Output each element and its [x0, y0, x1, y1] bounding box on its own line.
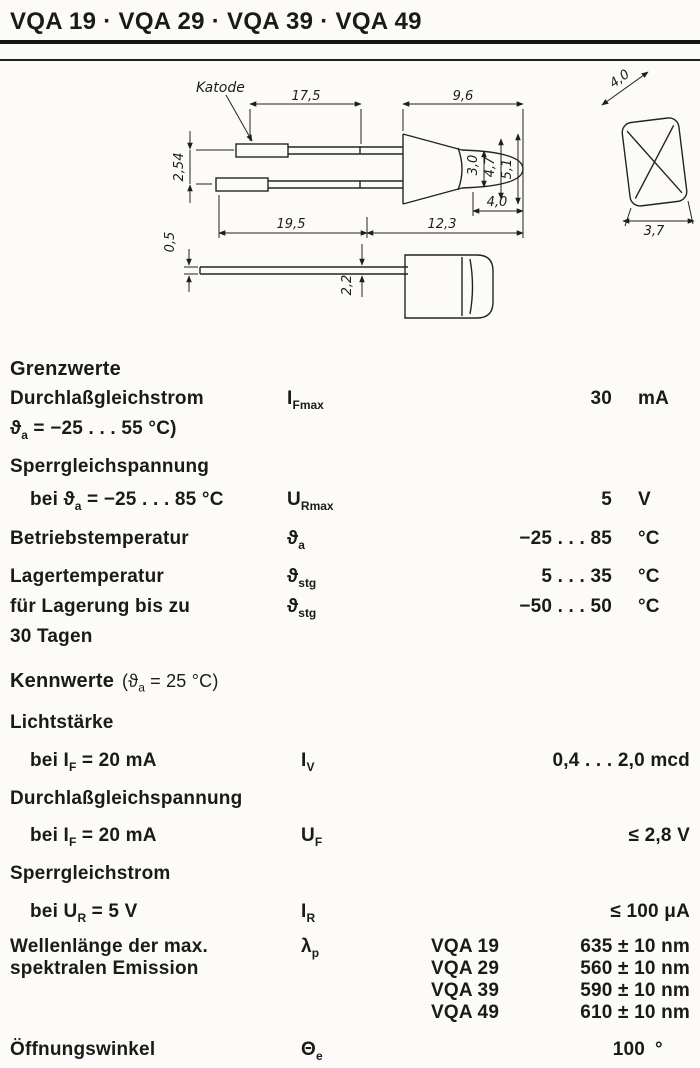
row-value: ≤ 2,8 V: [628, 825, 690, 847]
row-label: bei IF = 20 mA: [30, 749, 157, 774]
row-label: Durchlaßgleichstrom: [10, 388, 204, 409]
wavelength-row-vqa29: VQA 29 560 ± 10 nm: [425, 958, 700, 980]
row-label: für Lagerung bis zu: [10, 595, 191, 617]
wavelength-row-vqa49: VQA 49 610 ± 10 nm: [425, 1002, 700, 1024]
wavelength-label: Wellenlänge der max. spektralen Emission: [10, 935, 208, 979]
row-value: 30: [590, 388, 612, 409]
row-sperrgleichspannung-cond: bei ϑa = −25 . . . 85 °C URmax 5 V: [10, 488, 700, 518]
title-rule-thick: [0, 40, 700, 44]
row-lichtstaerke: Lichtstärke: [10, 711, 700, 741]
row-betriebstemperatur: Betriebstemperatur ϑa −25 . . . 85 °C: [10, 527, 700, 557]
wavelength-row-vqa19: VQA 19 635 ± 10 nm: [425, 936, 700, 958]
type-value: 635 ± 10 nm: [580, 935, 690, 957]
page-header: VQA 19 · VQA 29 · VQA 39 · VQA 49: [0, 0, 700, 61]
wavelength-symbol: λp: [301, 935, 320, 960]
row-30-tagen: 30 Tagen: [10, 625, 700, 655]
page-title: VQA 19 · VQA 29 · VQA 39 · VQA 49: [10, 8, 422, 35]
row-symbol: UF: [301, 825, 323, 850]
dim-front-depth-label: 3,7: [644, 224, 665, 239]
row-lagertemperatur: Lagertemperatur ϑstg 5 . . . 35 °C: [10, 565, 700, 595]
row-value: −25 . . . 85: [519, 528, 612, 550]
row-durchlassgleichspannung: Durchlaßgleichspannung: [10, 787, 700, 817]
type-label: VQA 19: [431, 935, 500, 957]
type-value: 610 ± 10 nm: [580, 1001, 690, 1023]
dim-lead-thickness-label: 0,5: [163, 232, 178, 253]
row-label: ϑa = −25 . . . 55 °C): [10, 417, 177, 442]
row-unit: °C: [638, 528, 660, 550]
row-value: −50 . . . 50: [519, 595, 612, 617]
grenzwerte-heading: Grenzwerte: [10, 358, 121, 380]
dimension-lines: [184, 71, 695, 297]
katode-label: Katode: [196, 80, 245, 96]
row-label: Betriebstemperatur: [10, 528, 189, 550]
dim-lead-pitch-label: 2,54: [172, 153, 187, 182]
row-symbol: Θe: [301, 1038, 323, 1063]
type-label: VQA 49: [431, 1001, 500, 1023]
wavelength-block: Wellenlänge der max. spektralen Emission…: [10, 936, 700, 1024]
row-unit: °C: [638, 565, 660, 587]
dim-dia-mid-label: 4,7: [483, 156, 498, 177]
row-durchlassgleichstrom: Durchlaßgleichstrom IFmax 30 mA: [10, 387, 700, 417]
row-sperrgleichstrom-cond: bei UR = 5 V IR ≤ 100 μA: [10, 900, 700, 930]
row-symbol: ϑstg: [287, 565, 317, 590]
row-unit: mA: [638, 388, 670, 409]
row-value: ≤ 100 μA: [610, 900, 690, 922]
row-value: 5: [601, 489, 612, 511]
kennwerte-condition: (ϑa = 25 °C): [122, 671, 219, 695]
type-value: 560 ± 10 nm: [580, 957, 690, 979]
row-unit: V: [638, 489, 651, 511]
row-symbol: ϑa: [287, 528, 305, 552]
row-symbol: IFmax: [287, 388, 324, 412]
kennwerte-section: Kennwerte(ϑa = 25 °C) Lichtstärke bei IF…: [0, 668, 700, 1067]
row-label: Lagertemperatur: [10, 565, 164, 587]
row-label: Öffnungswinkel: [10, 1038, 156, 1060]
row-label: Sperrgleichspannung: [10, 455, 210, 477]
dim-total-lead-label: 19,5: [277, 217, 306, 232]
led-profile-view: [199, 254, 494, 319]
row-condition-ta: ϑa = −25 . . . 55 °C): [10, 417, 700, 447]
type-value: 590 ± 10 nm: [580, 979, 690, 1001]
technical-drawing: Katode 17,5 9,6 4,0 2,54 3,0 4,7 5,1 4,0…: [0, 61, 700, 357]
row-oeffnungswinkel: Öffnungswinkel Θe 100 °: [10, 1038, 700, 1068]
wavelength-table: VQA 19 635 ± 10 nm VQA 29 560 ± 10 nm VQ…: [425, 936, 700, 1024]
led-front-view: [621, 117, 688, 207]
row-value: 0,4 . . . 2,0 mcd: [552, 749, 690, 771]
row-label: Lichtstärke: [10, 711, 114, 733]
row-value: 100: [612, 1038, 645, 1060]
row-label: 30 Tagen: [10, 625, 93, 647]
row-durchlassgleichspannung-cond: bei IF = 20 mA UF ≤ 2,8 V: [10, 824, 700, 854]
row-symbol: ϑstg: [287, 595, 317, 620]
row-label: bei IF = 20 mA: [30, 825, 157, 850]
dim-dia-large-label: 5,1: [500, 159, 515, 180]
row-value: 5 . . . 35: [541, 565, 612, 587]
technical-drawing-svg: Katode 17,5 9,6 4,0 2,54 3,0 4,7 5,1 4,0…: [163, 67, 695, 319]
dim-body-total-label: 12,3: [428, 217, 457, 232]
dim-front-width-label: 4,0: [607, 67, 633, 91]
row-symbol: URmax: [287, 489, 334, 514]
row-label: Sperrgleichstrom: [10, 863, 171, 885]
dim-lead-offset-label: 2,2: [340, 275, 355, 296]
row-label: bei UR = 5 V: [30, 900, 138, 925]
wavelength-row-vqa39: VQA 39 590 ± 10 nm: [425, 980, 700, 1002]
row-unit: °: [655, 1038, 663, 1060]
dim-dome-length-label: 4,0: [487, 195, 508, 210]
row-sperrgleichspannung: Sperrgleichspannung: [10, 455, 700, 485]
row-sperrgleichstrom: Sperrgleichstrom: [10, 862, 700, 892]
row-lichtstaerke-cond: bei IF = 20 mA IV 0,4 . . . 2,0 mcd: [10, 749, 700, 779]
row-label: bei ϑa = −25 . . . 85 °C: [30, 489, 224, 514]
type-label: VQA 29: [431, 957, 500, 979]
dim-lead-length-label: 17,5: [292, 89, 321, 104]
dim-body-length-label: 9,6: [453, 89, 474, 104]
dim-dia-small-label: 3,0: [466, 155, 481, 176]
row-lagertemperatur-30tage: für Lagerung bis zu ϑstg −50 . . . 50 °C: [10, 595, 700, 625]
row-unit: °C: [638, 595, 660, 617]
type-label: VQA 39: [431, 979, 500, 1001]
kennwerte-heading: Kennwerte(ϑa = 25 °C): [10, 670, 219, 695]
title-rule-thin: [0, 59, 700, 61]
row-symbol: IV: [301, 749, 315, 774]
grenzwerte-section: Grenzwerte Durchlaßgleichstrom IFmax 30 …: [0, 357, 700, 654]
row-symbol: IR: [301, 900, 316, 925]
row-label: Durchlaßgleichspannung: [10, 787, 243, 809]
